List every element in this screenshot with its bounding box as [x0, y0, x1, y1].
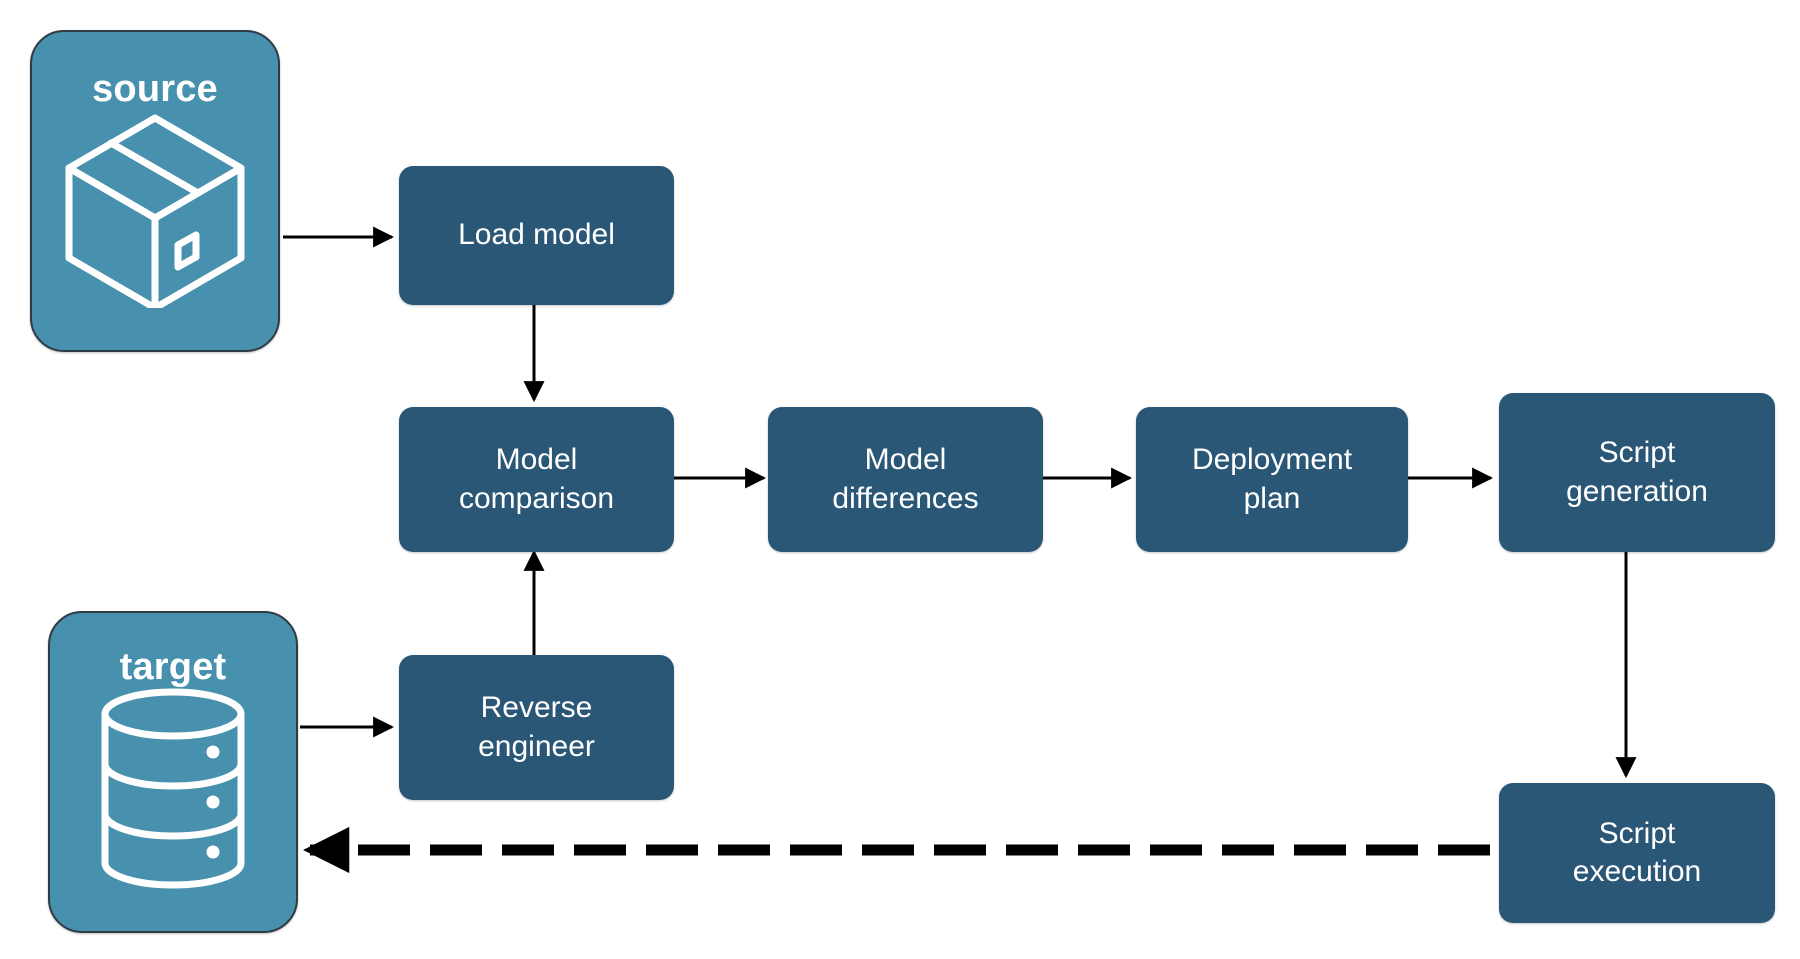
- process-deployment-plan[interactable]: Deployment plan: [1136, 407, 1408, 552]
- process-load-model-label: Load model: [458, 218, 615, 252]
- process-model-comparison[interactable]: Model comparison: [399, 407, 674, 552]
- process-model-differences-label: Model differences: [832, 443, 979, 515]
- process-reverse-engineer-label: Reverse engineer: [478, 691, 595, 763]
- process-script-generation-label: Script generation: [1566, 436, 1708, 508]
- package-box-icon: [60, 108, 250, 313]
- process-script-execution[interactable]: Script execution: [1499, 783, 1775, 923]
- endpoint-source[interactable]: source: [30, 30, 280, 352]
- endpoint-source-label: source: [92, 67, 218, 110]
- process-reverse-engineer[interactable]: Reverse engineer: [399, 655, 674, 800]
- endpoint-target[interactable]: target: [48, 611, 298, 933]
- process-load-model[interactable]: Load model: [399, 166, 674, 305]
- database-cylinder-icon: [93, 686, 253, 896]
- process-deployment-plan-label: Deployment plan: [1191, 443, 1353, 515]
- process-script-generation[interactable]: Script generation: [1499, 393, 1775, 552]
- process-script-execution-label: Script execution: [1572, 816, 1702, 888]
- process-model-differences[interactable]: Model differences: [768, 407, 1043, 552]
- process-model-comparison-label: Model comparison: [458, 443, 615, 515]
- endpoint-target-label: target: [119, 646, 227, 688]
